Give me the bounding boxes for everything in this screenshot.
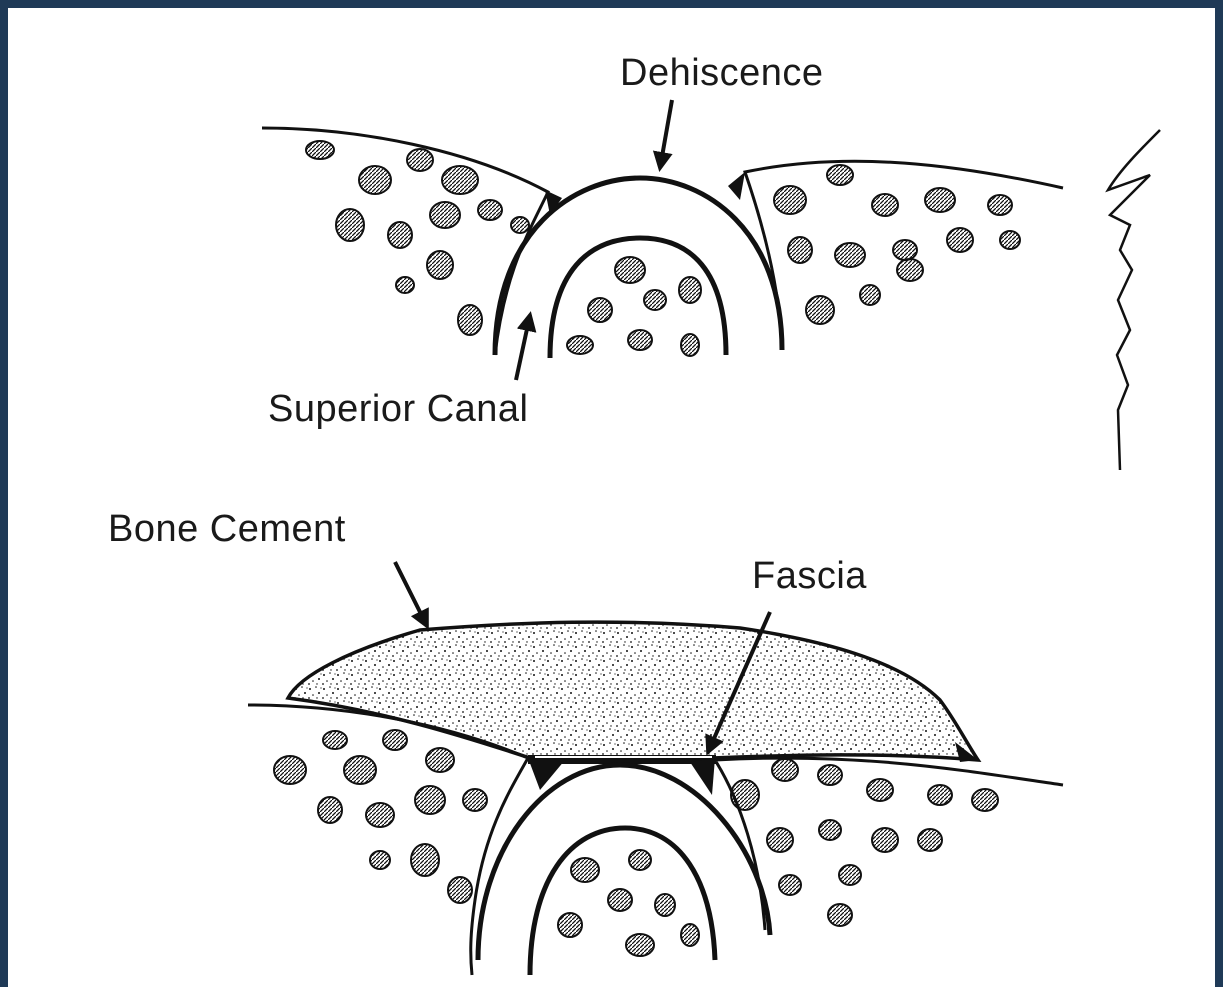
bone-cells-top-center xyxy=(567,257,701,356)
bottom-panel xyxy=(248,622,1063,975)
bone-cells-bottom-left xyxy=(274,730,487,903)
superior-canal-label: Superior Canal xyxy=(268,388,528,431)
bone-cells-top-right xyxy=(774,165,1020,324)
fascia-label: Fascia xyxy=(752,555,867,598)
dehiscence-edge-right xyxy=(728,172,745,200)
dehiscence-arrow xyxy=(660,100,672,168)
artist-signature xyxy=(1108,130,1160,470)
dehiscence-label: Dehiscence xyxy=(620,52,824,95)
bone-cells-top-left xyxy=(306,141,529,335)
bone-cells-bottom-center xyxy=(558,850,699,956)
bone-cells-bottom-right xyxy=(731,759,998,926)
canal-outer-bottom xyxy=(478,765,770,960)
bone-cement-label: Bone Cement xyxy=(108,508,346,551)
superior-canal-arrow xyxy=(516,315,530,380)
bone-cement-arrow xyxy=(395,562,427,626)
